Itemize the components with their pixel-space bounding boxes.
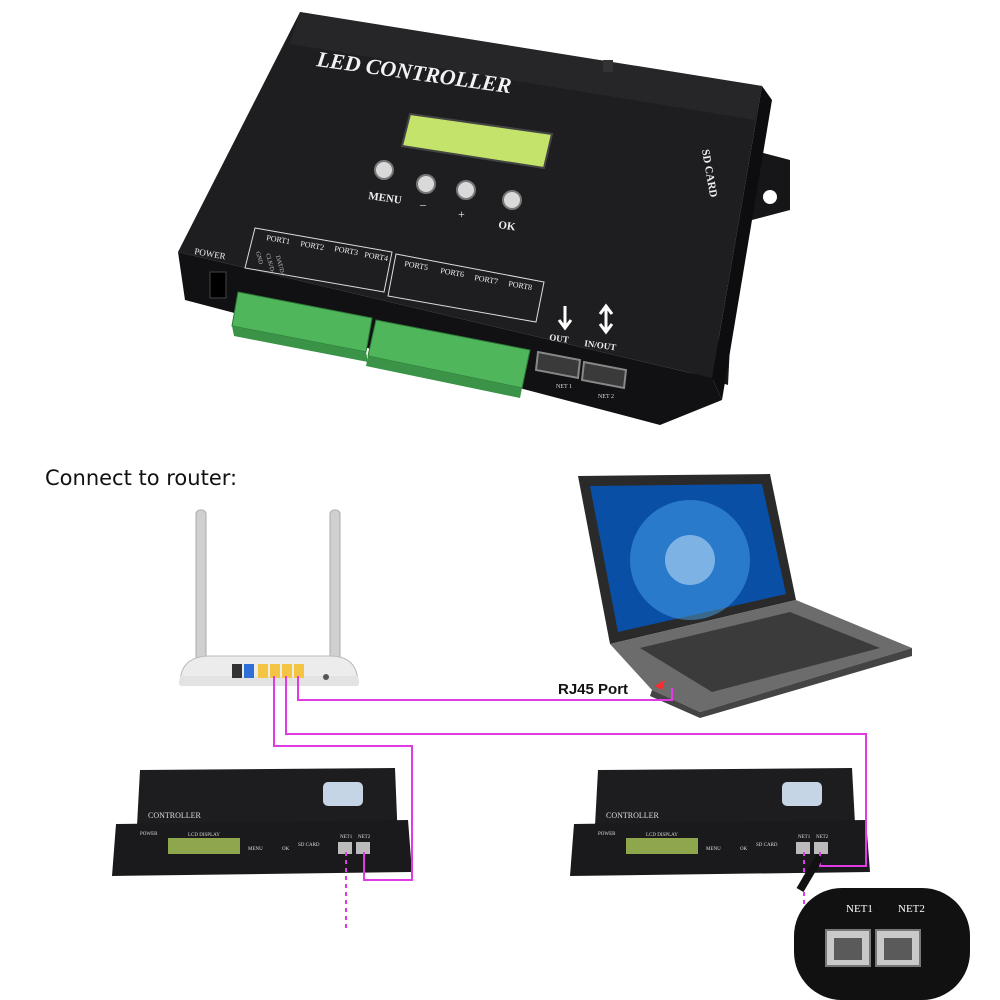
- svg-text:PORT2: PORT2: [300, 239, 325, 252]
- svg-text:PORT8: PORT8: [508, 279, 533, 292]
- svg-text:NET1: NET1: [340, 835, 353, 840]
- terminal-blocks: [231, 291, 531, 398]
- svg-text:CLK/D-: CLK/D-: [264, 253, 275, 274]
- svg-text:POWER: POWER: [140, 832, 158, 837]
- svg-text:PORT4: PORT4: [364, 250, 389, 263]
- router: [179, 509, 359, 686]
- svg-text:PORT5: PORT5: [404, 259, 429, 272]
- svg-text:NET2: NET2: [358, 835, 371, 840]
- svg-text:OK: OK: [282, 847, 290, 852]
- button-plus[interactable]: +: [456, 180, 476, 221]
- svg-text:LCD DISPLAY: LCD DISPLAY: [188, 833, 220, 838]
- svg-text:–: –: [419, 197, 427, 211]
- svg-text:OUT: OUT: [549, 332, 570, 345]
- svg-text:NET 1: NET 1: [556, 384, 572, 390]
- svg-text:CONTROLLER: CONTROLLER: [148, 811, 202, 820]
- svg-text:LCD DISPLAY: LCD DISPLAY: [646, 833, 678, 838]
- led-controller-device: LED CONTROLLER MENU – + OK SD CARD POWER: [178, 12, 790, 425]
- rj45-port-net1[interactable]: NET 1: [534, 350, 582, 390]
- svg-text:MENU: MENU: [248, 847, 263, 852]
- laptop: [578, 474, 912, 718]
- svg-text:NET2: NET2: [816, 835, 829, 840]
- rj45-port-label: RJ45 Port: [558, 681, 628, 698]
- diagram-caption: Connect to router:: [45, 466, 238, 490]
- svg-text:MENU: MENU: [706, 847, 721, 852]
- net-direction-labels: OUT IN/OUT: [549, 303, 617, 352]
- svg-text:IN/OUT: IN/OUT: [584, 338, 617, 352]
- svg-text:MENU: MENU: [368, 190, 403, 207]
- svg-text:NET1: NET1: [846, 903, 873, 915]
- button-ok[interactable]: OK: [498, 190, 522, 233]
- svg-text:DAT/D+: DAT/D+: [274, 255, 285, 277]
- rj45-arrow-icon: [655, 680, 665, 690]
- lcd-screen: [400, 112, 554, 170]
- button-menu[interactable]: MENU: [368, 160, 403, 207]
- svg-text:PORT3: PORT3: [334, 244, 359, 257]
- port-label-panel: PORT1 PORT2 PORT3 PORT4 PORT5 PORT6 PORT…: [244, 227, 545, 323]
- svg-text:OK: OK: [740, 847, 748, 852]
- button-minus[interactable]: –: [416, 174, 436, 211]
- rj45-port-net2[interactable]: NET 2: [580, 360, 628, 400]
- svg-text:GND: GND: [254, 251, 263, 266]
- controller-unit-right: CONTROLLER POWER LCD DISPLAY MENU OK SD …: [570, 768, 870, 876]
- svg-text:CONTROLLER: CONTROLLER: [606, 811, 660, 820]
- controller-unit-left: CONTROLLER POWER LCD DISPLAY MENU OK SD …: [112, 768, 412, 876]
- svg-text:PORT6: PORT6: [440, 266, 465, 279]
- power-switch[interactable]: [209, 271, 227, 299]
- svg-text:SD CARD: SD CARD: [298, 843, 320, 848]
- svg-text:SD CARD: SD CARD: [756, 843, 778, 848]
- svg-text:POWER: POWER: [598, 832, 616, 837]
- svg-text:NET1: NET1: [798, 835, 811, 840]
- svg-text:PORT1: PORT1: [266, 233, 291, 246]
- svg-text:+: +: [458, 207, 465, 221]
- svg-text:OK: OK: [498, 219, 517, 233]
- svg-text:NET 2: NET 2: [598, 394, 614, 400]
- svg-text:PORT7: PORT7: [474, 273, 499, 286]
- net-port-zoom: NET1 NET2: [794, 853, 970, 1000]
- svg-text:NET2: NET2: [898, 903, 925, 915]
